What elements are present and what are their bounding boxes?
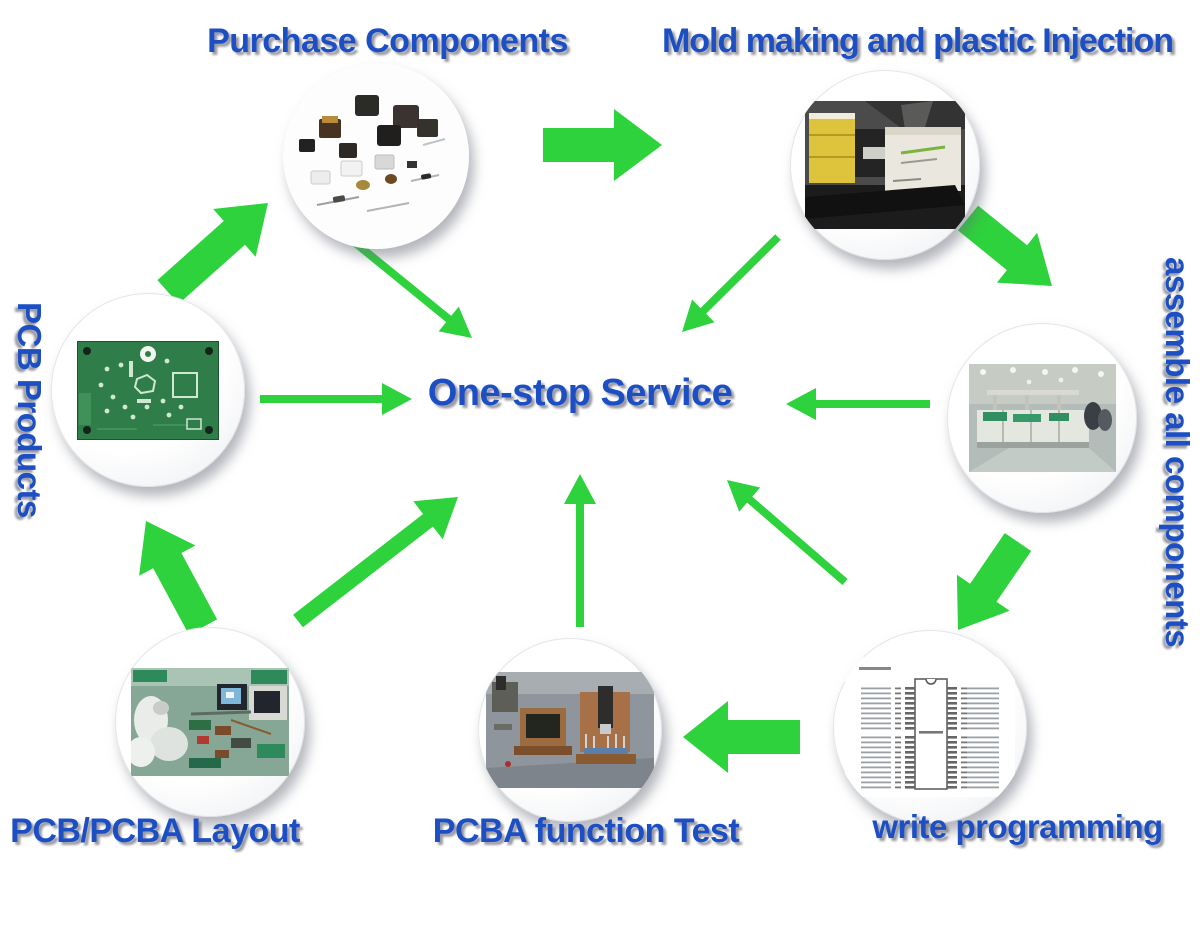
pcb-products-label: PCB Products bbox=[11, 302, 48, 518]
electronic-components-photo bbox=[283, 63, 469, 249]
node-mold-injection bbox=[790, 70, 980, 260]
layout-workstation-photo bbox=[131, 668, 289, 776]
node-purchase-components bbox=[283, 63, 469, 249]
ic-pinout-diagram bbox=[845, 657, 1015, 797]
arrow-programming-to-test-icon bbox=[683, 701, 800, 773]
write-programming-label: write programming bbox=[872, 808, 1163, 845]
injection-molding-machine-photo bbox=[805, 101, 965, 229]
pcba-function-test-label: PCBA function Test bbox=[432, 812, 740, 850]
assemble-components-label: assemble all components bbox=[1159, 256, 1196, 648]
arrow-test-to-center-icon bbox=[564, 474, 596, 627]
test-fixture-photo bbox=[486, 672, 654, 788]
node-pcb-pcba-layout bbox=[115, 627, 305, 817]
green-pcb-photo bbox=[77, 340, 219, 440]
pcb-pcba-layout-label: PCB/PCBA Layout bbox=[10, 812, 300, 850]
arrow-assemble-to-center-icon bbox=[786, 388, 930, 420]
arrow-mold-to-center-icon bbox=[682, 234, 781, 332]
arrow-programming-to-center-icon bbox=[727, 480, 848, 585]
arrow-layout-to-center-icon bbox=[293, 497, 458, 628]
node-pcba-function-test bbox=[478, 638, 662, 822]
center-service-label: One-stop Service bbox=[427, 372, 733, 414]
arrow-purchase-to-mold-icon bbox=[543, 109, 662, 181]
node-assemble-components bbox=[947, 323, 1137, 513]
purchase-components-label: Purchase Components bbox=[207, 22, 568, 60]
node-pcb-products bbox=[51, 293, 245, 487]
arrow-layout-to-pcbproducts-icon bbox=[139, 521, 218, 635]
arrow-assemble-to-programming-icon bbox=[956, 533, 1032, 630]
node-write-programming bbox=[833, 630, 1027, 824]
arrow-purchase-to-center-icon bbox=[345, 233, 472, 338]
smt-assembly-line-photo bbox=[968, 364, 1116, 472]
mold-injection-label: Mold making and plastic Injection bbox=[661, 22, 1174, 60]
arrow-mold-to-assemble-icon bbox=[957, 205, 1052, 286]
arrow-pcbproducts-to-purchase-icon bbox=[157, 203, 268, 304]
